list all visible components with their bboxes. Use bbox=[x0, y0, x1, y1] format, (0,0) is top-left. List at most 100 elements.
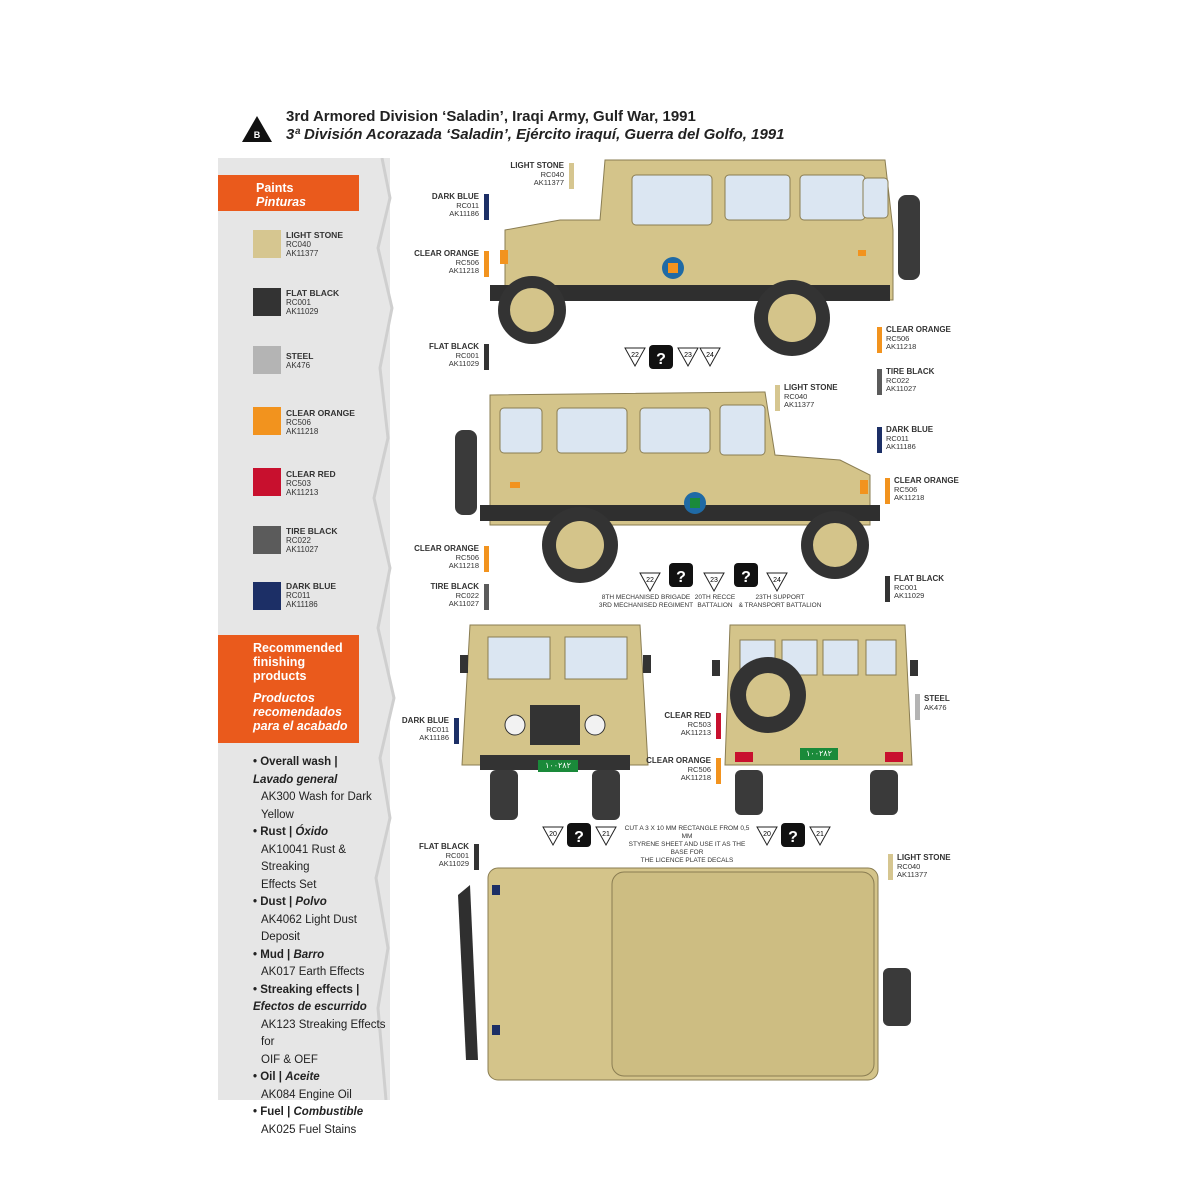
front-plate-text: ١٠٠٢٨٢ bbox=[545, 761, 571, 770]
svg-text:23: 23 bbox=[684, 352, 692, 359]
callout-bar bbox=[474, 844, 479, 870]
callout-bar bbox=[454, 718, 459, 744]
svg-text:22: 22 bbox=[631, 352, 639, 359]
callout-bar bbox=[877, 427, 882, 453]
callout-bar bbox=[484, 546, 489, 572]
swatch-clear-orange bbox=[253, 407, 281, 435]
swatch-steel bbox=[253, 346, 281, 374]
callout-bar bbox=[775, 385, 780, 411]
finishing-category: • Fuel | Combustible bbox=[253, 1106, 364, 1118]
callout-bar bbox=[877, 369, 882, 395]
callout-bar bbox=[885, 576, 890, 602]
rear-view bbox=[712, 624, 918, 815]
side-view-left bbox=[490, 159, 920, 356]
finishing-product: AK025 Fuel Stains bbox=[261, 1123, 357, 1136]
finishing-product: OIF & OEF bbox=[261, 1053, 318, 1066]
rear-plate-text: ١٠٠٢٨٢ bbox=[806, 749, 832, 758]
svg-text:21: 21 bbox=[816, 831, 824, 838]
front-view bbox=[460, 624, 651, 820]
svg-text:21: 21 bbox=[602, 831, 610, 838]
brush-edge-decoration bbox=[360, 158, 396, 1100]
svg-text:B: B bbox=[254, 130, 261, 140]
callout-bar bbox=[915, 694, 920, 720]
title-english: 3rd Armored Division ‘Saladin’, Iraqi Ar… bbox=[286, 108, 696, 125]
callout-bar bbox=[484, 584, 489, 610]
finishing-product: AK10041 Rust & Streaking bbox=[261, 843, 347, 874]
marker-set-front: 20 ? 21 bbox=[542, 823, 617, 847]
svg-text:22: 22 bbox=[646, 577, 654, 584]
finishing-product: AK017 Earth Effects bbox=[261, 966, 365, 978]
swatch-flat-black bbox=[253, 288, 281, 316]
svg-text:20: 20 bbox=[549, 831, 557, 838]
swatch-clear-red bbox=[253, 468, 281, 496]
side-view-right bbox=[455, 391, 880, 583]
callout-bar bbox=[569, 163, 574, 189]
svg-text:?: ? bbox=[741, 569, 751, 586]
svg-text:24: 24 bbox=[773, 577, 781, 584]
finishing-product: AK084 Engine Oil bbox=[261, 1088, 352, 1101]
marker-set-middle: 22 ? 23 ? 24 bbox=[639, 563, 788, 593]
finishing-product: AK123 Streaking Effects for bbox=[261, 1018, 386, 1049]
finishing-category: • Dust | Polvo bbox=[253, 896, 327, 908]
marker-set-rear: 20 ? 21 bbox=[756, 823, 831, 847]
marker-set-top: 22 ? 23 24 bbox=[624, 345, 721, 369]
callout-bar bbox=[484, 344, 489, 370]
swatch-light-stone bbox=[253, 230, 281, 258]
svg-text:23: 23 bbox=[710, 577, 718, 584]
top-view bbox=[458, 867, 911, 1081]
svg-text:24: 24 bbox=[706, 352, 714, 359]
finishing-category: • Oil | Aceite bbox=[253, 1071, 320, 1083]
swatch-tire-black bbox=[253, 526, 281, 554]
svg-text:?: ? bbox=[788, 829, 798, 846]
callout-bar bbox=[484, 251, 489, 277]
callout-bar bbox=[877, 327, 882, 353]
callout-bar bbox=[885, 478, 890, 504]
title-spanish: 3ª División Acorazada ‘Saladin’, Ejércit… bbox=[286, 126, 785, 143]
finishing-category: • Streaking effects | bbox=[253, 983, 360, 996]
callout-bar bbox=[716, 713, 721, 739]
svg-text:?: ? bbox=[656, 351, 666, 368]
swatch-dark-blue bbox=[253, 582, 281, 610]
paints-header: Paints Pinturas bbox=[218, 175, 359, 211]
finishing-product: AK300 Wash for Dark Yellow bbox=[261, 791, 372, 821]
finishing-category: • Mud | Barro bbox=[253, 948, 325, 961]
svg-text:?: ? bbox=[676, 569, 686, 586]
svg-text:20: 20 bbox=[763, 831, 771, 838]
finishing-category: • Overall wash | bbox=[253, 756, 338, 768]
callout-bar bbox=[484, 194, 489, 220]
finishing-category: • Rust | Óxido bbox=[253, 826, 328, 838]
finishing-list: • Overall wash | Lavado general AK300 Wa… bbox=[253, 754, 393, 1139]
note-support: 23TH SUPPORT& TRANSPORT BATTALION bbox=[738, 594, 822, 609]
finishing-product: Effects Set bbox=[261, 878, 317, 891]
callout-bar bbox=[888, 854, 893, 880]
